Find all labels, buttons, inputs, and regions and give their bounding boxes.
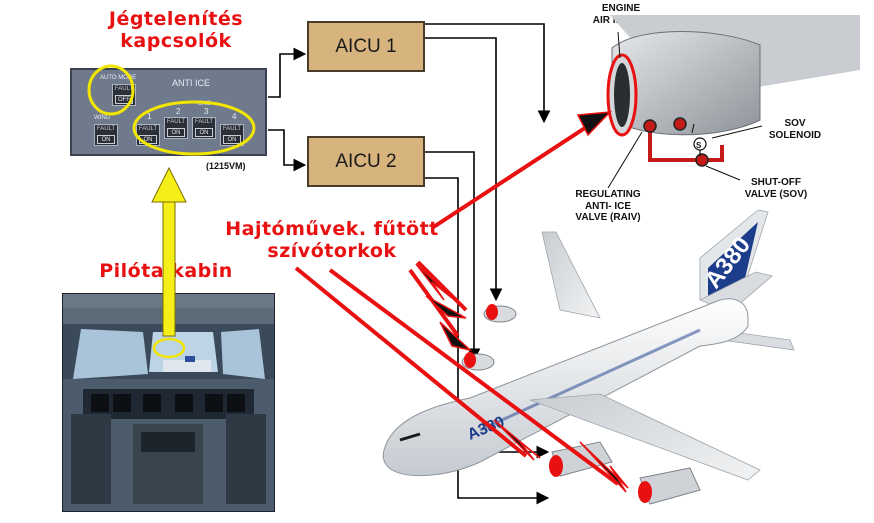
wing-pushbutton[interactable]: FAULT ON xyxy=(94,124,118,146)
aicu1-box: AICU 1 xyxy=(307,21,425,72)
s-marker: S xyxy=(696,141,702,150)
sov-solenoid-line2: SOLENOID xyxy=(768,129,822,141)
shutoff-valve-line2: VALVE (SOV) xyxy=(744,188,808,200)
raiv-label: REGULATING ANTI- ICE VALVE (RAIV) xyxy=(566,189,650,224)
on-legend: ON xyxy=(139,135,157,144)
eng-number-3: 3 xyxy=(204,107,209,116)
intakes-title-line2: szívótorkok xyxy=(267,239,397,262)
wing-label: WING xyxy=(94,115,111,121)
off-legend: OFF xyxy=(115,95,133,104)
on-legend: ON xyxy=(223,135,241,144)
aicu1-signal-line-a xyxy=(425,23,551,124)
aicu2-label: AICU 2 xyxy=(335,150,397,172)
raiv-line2: ANTI- ICE xyxy=(584,200,632,212)
eng4-pushbutton[interactable]: FAULT ON xyxy=(220,124,244,146)
fault-legend: FAULT xyxy=(166,119,186,125)
eng1-pushbutton[interactable]: FAULT ON xyxy=(136,124,160,146)
arrowheads xyxy=(415,111,629,493)
fault-legend: FAULT xyxy=(222,126,242,132)
shutoff-valve-line1: SHUT-OFF xyxy=(751,177,801,188)
on-legend: ON xyxy=(97,135,115,144)
raiv-line3: VALVE (RAIV) xyxy=(575,212,641,223)
switches-title-line1: Jégtelenítés xyxy=(108,8,244,30)
aicu1-label: AICU 1 xyxy=(335,35,397,57)
cockpit-image xyxy=(62,293,275,512)
eng-number-2: 2 xyxy=(176,107,181,116)
fault-legend: FAULT xyxy=(138,126,158,132)
auto-mode-pushbutton[interactable]: FAULT OFF xyxy=(112,84,136,106)
on-legend: ON xyxy=(195,128,213,137)
intakes-title-line1: Hajtóművek. fűtött xyxy=(225,218,439,240)
fault-legend: FAULT xyxy=(96,126,116,132)
shutoff-valve-label: SHUT-OFF VALVE (SOV) xyxy=(736,177,816,200)
anti-ice-label: ANTI ICE xyxy=(172,78,211,88)
intakes-title: Hajtóművek. fűtött szívótorkok xyxy=(212,218,452,263)
fault-legend: FAULT xyxy=(114,86,134,92)
fault-legend: FAULT xyxy=(194,119,214,125)
cockpit-title: Pilóta kabin xyxy=(99,260,233,282)
switches-title-line2: kapcsolók xyxy=(120,29,232,52)
engine-closeup xyxy=(606,15,860,189)
engine-air-intake-line1: ENGINE xyxy=(601,3,641,14)
switches-title: Jégtelenítés kapcsolók xyxy=(92,8,260,53)
on-legend: ON xyxy=(167,128,185,137)
eng-number-4: 4 xyxy=(232,112,237,121)
raiv-line1: REGULATING xyxy=(575,189,641,200)
tail-text: A380 xyxy=(699,232,756,294)
anti-ice-panel: AUTO MODE ANTI ICE ENG WING 1 2 3 4 FAUL… xyxy=(70,68,267,156)
sov-solenoid-label: SOV SOLENOID xyxy=(760,118,830,141)
eng3-pushbutton[interactable]: FAULT ON xyxy=(192,117,216,139)
panel-to-aicu1-line xyxy=(268,47,307,98)
eng2-pushbutton[interactable]: FAULT ON xyxy=(164,117,188,139)
sov-solenoid-line1: SOV xyxy=(784,118,806,129)
panel-to-aicu2-line xyxy=(268,129,307,172)
engine-air-intake-line2: AIR INTAKE xyxy=(592,14,650,26)
panel-part-number: (1215VM) xyxy=(206,161,246,171)
engine-air-intake-label: ENGINE AIR INTAKE xyxy=(584,3,658,26)
aicu2-box: AICU 2 xyxy=(307,136,425,187)
cockpit-illustration xyxy=(63,294,274,511)
fuselage-text: A380 xyxy=(465,414,507,444)
auto-mode-label: AUTO MODE xyxy=(100,75,137,81)
eng-number-1: 1 xyxy=(147,112,152,121)
